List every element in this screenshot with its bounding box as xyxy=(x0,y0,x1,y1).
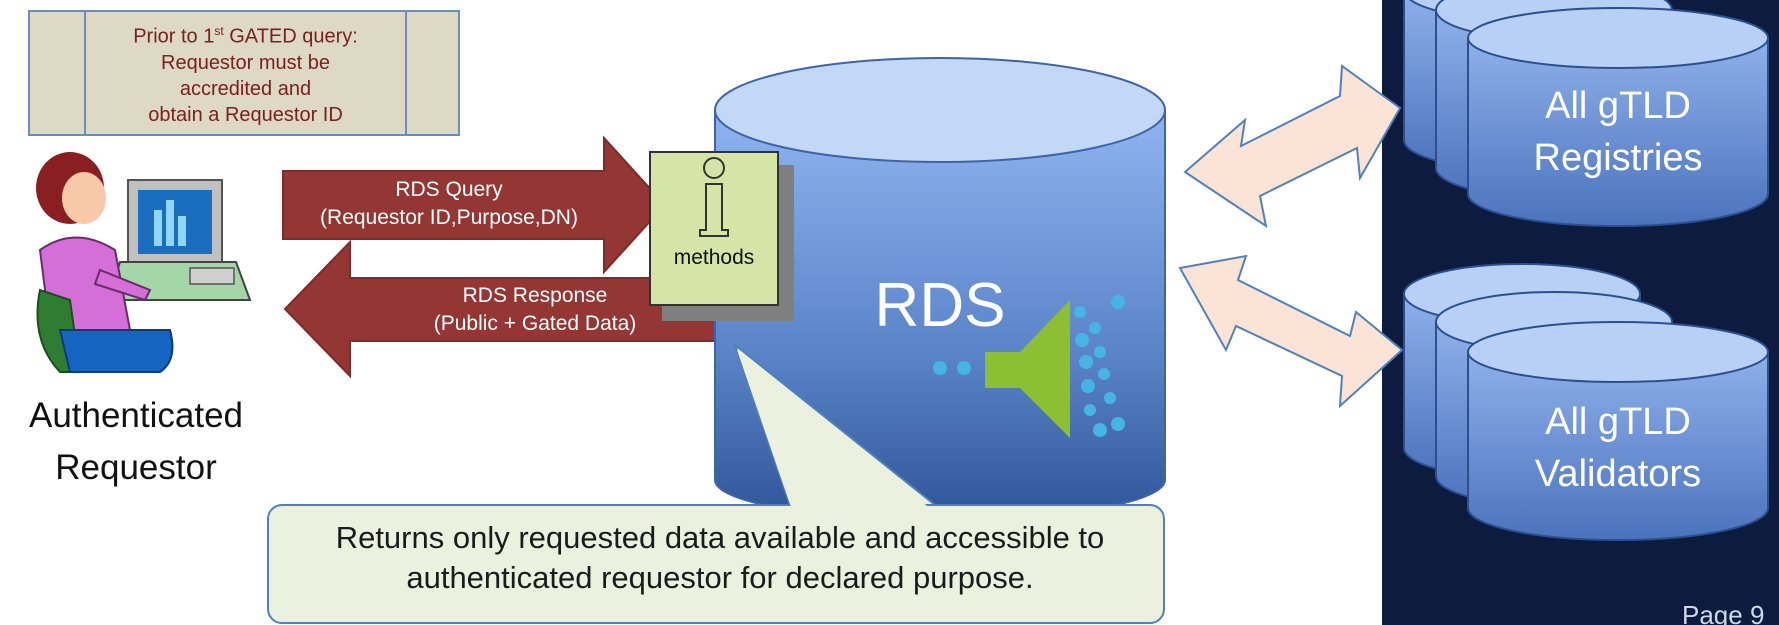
note-line3: accredited and xyxy=(179,77,312,100)
registries-double-arrow xyxy=(1183,64,1402,229)
broadcast-icon xyxy=(933,295,1125,438)
page-number: Page 9 xyxy=(1682,605,1765,625)
rds-query-arrow xyxy=(282,135,667,275)
methods-box xyxy=(649,151,794,321)
callout-bubble xyxy=(267,342,1165,624)
note-line4: obtain a Requestor ID xyxy=(148,103,343,126)
validators-double-arrow xyxy=(1178,254,1404,409)
registries-cylinders xyxy=(1403,0,1769,227)
rds-response-label: RDS Response (Public + Gated Data) xyxy=(433,284,637,335)
rds-query-label: RDS Query (Requestor ID,Purpose,DN) xyxy=(320,178,578,229)
methods-label: methods xyxy=(673,246,755,269)
requestor-label: Authenticated Requestor xyxy=(28,396,244,487)
validators-cylinders xyxy=(1403,263,1769,541)
note-line1: Prior to 1st GATED query: xyxy=(133,24,358,48)
callout-text: Returns only requested data available an… xyxy=(335,520,1105,595)
rds-label: RDS xyxy=(874,271,1006,340)
validators-label: All gTLD Validators xyxy=(1534,401,1702,495)
prerequisite-note: Prior to 1st GATED query: Requestor must… xyxy=(28,10,460,136)
registries-label: All gTLD Registries xyxy=(1533,85,1703,179)
note-line2: Requestor must be xyxy=(161,51,330,74)
requestor-illustration xyxy=(36,152,252,373)
